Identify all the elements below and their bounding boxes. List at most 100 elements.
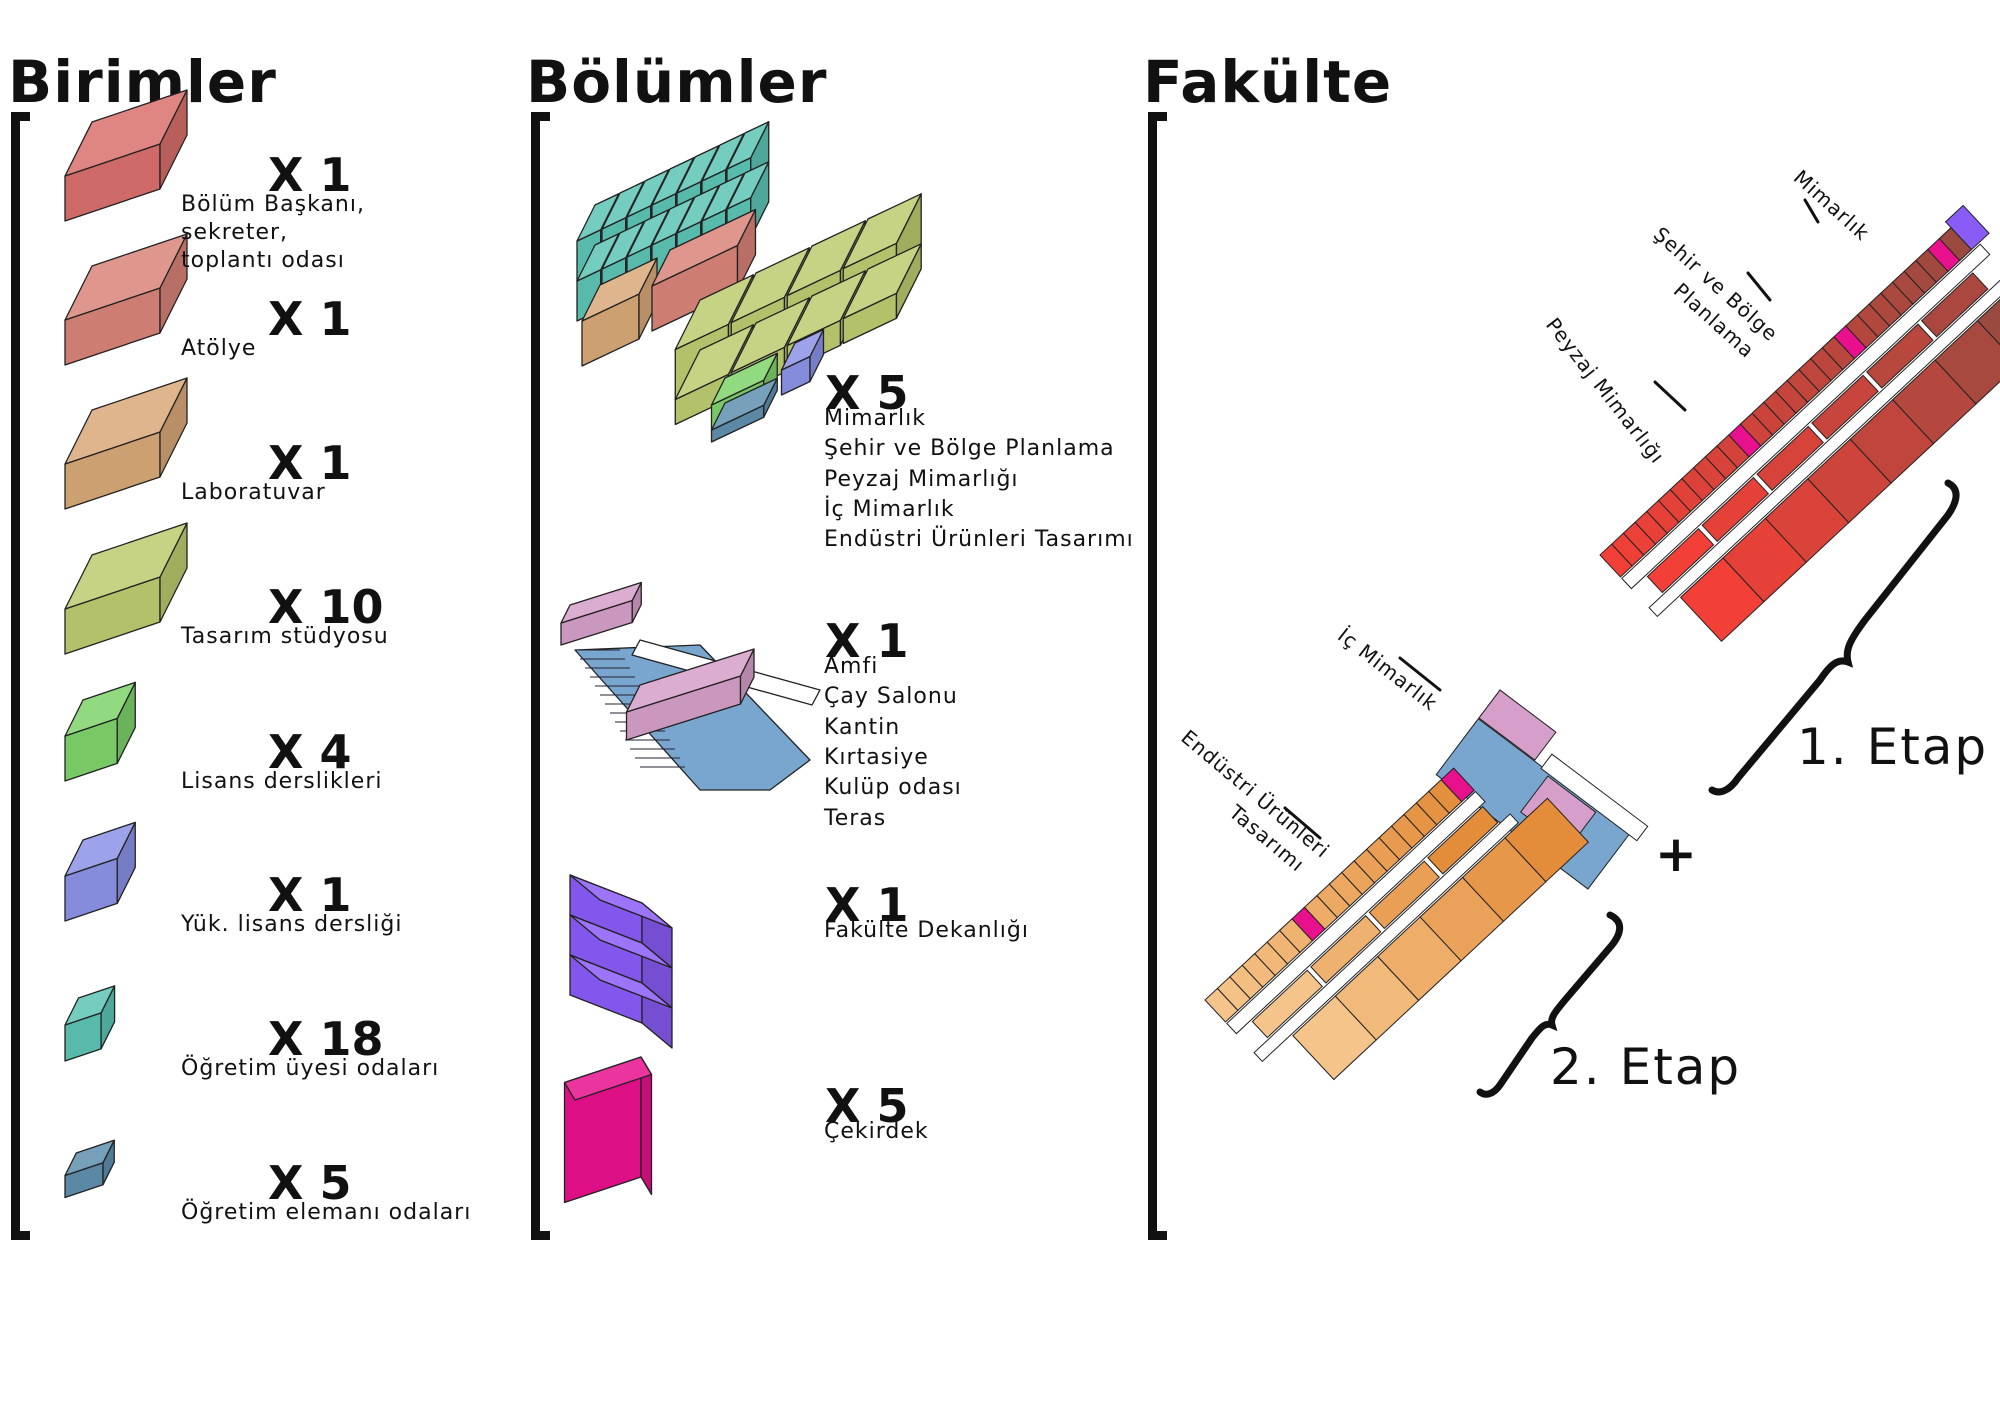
- box-top-face: [601, 221, 645, 270]
- unit-description: Öğretim elemanı odaları: [181, 1200, 472, 1225]
- box-top-face: [64, 821, 136, 877]
- social-box: [1478, 689, 1557, 761]
- department-description: Kantin: [824, 714, 901, 740]
- etap-2-label: 2. Etap: [1550, 1038, 1742, 1096]
- corridor: [1621, 243, 1991, 590]
- unit-box-7: [64, 1139, 115, 1199]
- box-top-face: [842, 193, 922, 270]
- unit-count: X 10: [268, 580, 384, 634]
- studio-unit: [1646, 528, 1715, 594]
- unit-count: X 18: [268, 1012, 384, 1066]
- box-top-face: [64, 681, 136, 737]
- unit-box-6: [64, 985, 116, 1062]
- studio-unit: [1368, 860, 1440, 930]
- studio-unit: [1866, 323, 1934, 389]
- unit-description: Lisans derslikleri: [181, 769, 383, 794]
- unit-box-1: [64, 233, 188, 366]
- box-top-face: [710, 352, 778, 406]
- department-count: X 5: [825, 1079, 909, 1133]
- label-leader-line: [1398, 656, 1442, 692]
- studio-unit: [1756, 425, 1824, 491]
- studio-box: [842, 243, 922, 345]
- studio-unit: [1920, 272, 1989, 338]
- box-top-face: [576, 193, 620, 242]
- department-massing: [576, 121, 922, 443]
- box-top-face: [780, 328, 825, 371]
- studio-unit: [1427, 805, 1499, 875]
- box-top-face: [726, 161, 770, 210]
- plus-sign: +: [1655, 825, 1697, 883]
- bracket-bolumler: [531, 112, 550, 1240]
- department-description: Kırtasiye: [824, 744, 929, 770]
- box-top-face: [563, 1056, 653, 1101]
- studio-unit: [1701, 476, 1770, 543]
- department-count: X 1: [825, 614, 909, 668]
- department-description: Amfi: [824, 654, 879, 679]
- etap-1-label: 1. Etap: [1797, 718, 1989, 776]
- box-top-face: [651, 157, 695, 206]
- box-top-face: [64, 233, 188, 321]
- department-description: Peyzaj Mimarlığı: [824, 466, 1019, 492]
- corridor: [1648, 265, 2000, 618]
- bracket-fakulte: [1148, 112, 1167, 1240]
- canteen-box: [625, 648, 755, 741]
- department-count: X 5: [825, 366, 909, 420]
- label-leader-line: [1746, 271, 1772, 302]
- label-leader-line: [1653, 380, 1687, 412]
- studio-unit: [1251, 969, 1323, 1039]
- box-top-face: [569, 914, 673, 969]
- corridor: [1226, 790, 1486, 1035]
- unit-count: X 1: [268, 292, 352, 346]
- unit-description: Atölye: [181, 336, 257, 361]
- box-top-face: [730, 247, 810, 324]
- box-top-face: [64, 377, 188, 465]
- unit-box-0: [64, 89, 188, 222]
- core-box: [563, 1056, 653, 1204]
- studio-block: [1504, 797, 1590, 883]
- unit-count: X 5: [268, 1156, 352, 1210]
- unit-box-4: [64, 681, 136, 782]
- studio-block: [1976, 280, 2000, 366]
- label-leader-line: [1283, 806, 1322, 840]
- box-top-face: [64, 522, 188, 610]
- box-top-face: [710, 377, 778, 431]
- studio-unit: [1811, 374, 1879, 440]
- unit-box-3: [64, 522, 188, 655]
- unit-description: sekreter,: [181, 220, 289, 245]
- box-top-face: [581, 257, 658, 322]
- department-description: Çay Salonu: [824, 684, 958, 710]
- workshop-box: [651, 208, 757, 332]
- box-top-face: [64, 89, 188, 177]
- box-top-face: [651, 208, 757, 287]
- dean-box-3: [569, 954, 673, 1049]
- box-top-face: [786, 220, 866, 297]
- heading-bolumler: Bölümler: [526, 48, 828, 116]
- department-description: Mimarlık: [824, 406, 927, 431]
- dean-box-1: [569, 874, 673, 969]
- corridor: [1253, 813, 1519, 1063]
- etap-1-building: [1599, 204, 2000, 643]
- box-top-face: [674, 324, 754, 401]
- department-description: İç Mimarlık: [824, 496, 955, 522]
- tea-room-box: [560, 581, 642, 646]
- unit-count: X 1: [268, 868, 352, 922]
- unit-description: Bölüm Başkanı,: [181, 192, 365, 217]
- unit-description: Öğretim üyesi odaları: [181, 1056, 440, 1081]
- department-description: Endüstri Ürünleri Tasarımı: [824, 527, 1134, 553]
- box-top-face: [569, 874, 673, 929]
- unit-count: X 1: [268, 436, 352, 490]
- department-description: Fakülte Dekanlığı: [824, 918, 1029, 943]
- label-leader-line: [1803, 198, 1820, 224]
- box-top-face: [64, 1139, 115, 1177]
- box-top-face: [730, 297, 810, 374]
- box-top-face: [726, 121, 770, 170]
- box-top-face: [676, 145, 720, 194]
- box-top-face: [625, 648, 755, 713]
- unit-count: X 1: [268, 148, 352, 202]
- office-unit: [1440, 767, 1475, 803]
- box-top-face: [701, 173, 745, 222]
- department-description: Çekirdek: [824, 1119, 929, 1144]
- assistant-room-box: [710, 377, 778, 443]
- etap-1-brace: [1708, 479, 1960, 796]
- lab-box: [581, 257, 658, 367]
